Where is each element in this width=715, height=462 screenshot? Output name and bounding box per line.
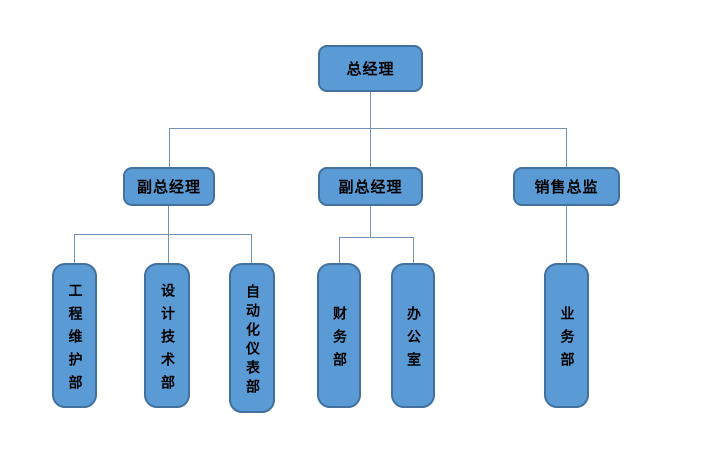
org-node-label: 总经理: [346, 60, 395, 78]
connector-line: [370, 206, 371, 237]
org-node-label: 销售总监: [534, 178, 599, 196]
org-node-finance-dept[interactable]: 财务部: [317, 263, 361, 408]
connector-line: [566, 128, 567, 167]
connector-line: [566, 206, 567, 263]
org-node-design-technology-dept[interactable]: 设计技术部: [144, 263, 190, 408]
connector-line: [413, 237, 414, 263]
org-node-office[interactable]: 办公室: [391, 263, 435, 408]
connector-line: [370, 92, 371, 128]
connector-line: [169, 128, 567, 129]
connector-line: [74, 234, 252, 235]
org-node-label: 自动化仪表部: [244, 283, 260, 398]
org-node-engineering-maintenance-dept[interactable]: 工程维护部: [52, 263, 97, 408]
org-node-business-dept[interactable]: 业务部: [544, 263, 589, 408]
org-node-label: 财务部: [331, 305, 347, 375]
connector-line: [370, 128, 371, 167]
org-node-general-manager[interactable]: 总经理: [318, 45, 423, 92]
org-node-label: 设计技术部: [159, 282, 175, 398]
org-node-automation-instrument-dept[interactable]: 自动化仪表部: [229, 263, 275, 413]
org-node-label: 办公室: [405, 305, 421, 375]
org-node-label: 业务部: [558, 305, 575, 375]
connector-line: [168, 206, 169, 234]
connector-line: [339, 237, 340, 263]
connector-line: [169, 128, 170, 167]
org-node-sales-director[interactable]: 销售总监: [513, 167, 620, 206]
org-node-label: 副总经理: [136, 178, 201, 196]
org-node-deputy-gm-1[interactable]: 副总经理: [123, 167, 215, 206]
org-node-deputy-gm-2[interactable]: 副总经理: [318, 167, 423, 206]
connector-line: [251, 234, 252, 263]
connector-line: [339, 237, 413, 238]
connector-line: [168, 234, 169, 263]
connector-line: [74, 234, 75, 263]
org-node-label: 副总经理: [338, 178, 403, 196]
org-node-label: 工程维护部: [66, 282, 83, 398]
